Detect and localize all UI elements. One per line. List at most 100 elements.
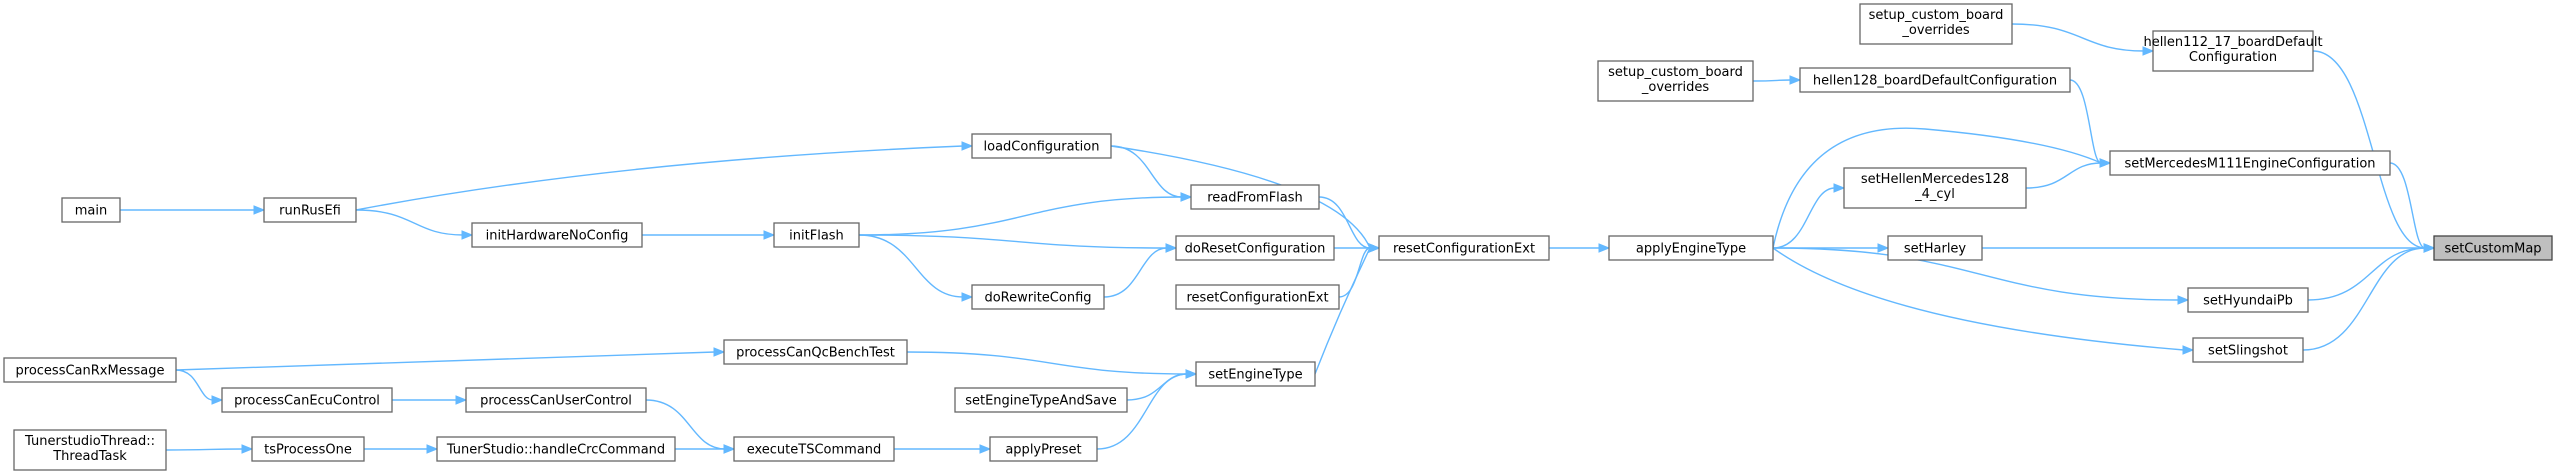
call-edge [392, 395, 468, 405]
function-node[interactable]: initFlash [773, 222, 860, 248]
function-node[interactable]: setEngineTypeAndSave [954, 387, 1128, 413]
arrowhead-icon [2177, 295, 2190, 305]
call-edge [2307, 243, 2436, 301]
function-node[interactable]: setup_custom_board_overrides [1859, 3, 2013, 45]
function-node-label: main [75, 204, 107, 219]
function-node-label: readFromFlash [1207, 191, 1303, 206]
function-node-label: _overrides [1901, 23, 1969, 38]
arrowhead-icon [961, 141, 974, 151]
root-function-node[interactable]: setCustomMap [2433, 235, 2553, 261]
function-node[interactable]: readFromFlash [1190, 184, 1320, 210]
function-node[interactable]: hellen128_boardDefaultConfiguration [1799, 67, 2071, 93]
function-node[interactable]: executeTSCommand [733, 436, 895, 462]
arrowhead-icon [1789, 75, 1802, 85]
call-edge [2011, 23, 2155, 56]
function-node-label: doResetConfiguration [1185, 242, 1326, 257]
function-node-label: TunerstudioThread:: [24, 434, 155, 449]
function-node[interactable]: setHyundaiPb [2187, 287, 2309, 313]
arrowhead-icon [979, 444, 992, 454]
function-node-label: runRusEfi [279, 204, 341, 219]
arrowhead-icon [1598, 243, 1611, 253]
function-node[interactable]: setHellenMercedes128_4_cyl [1843, 167, 2027, 209]
call-edge [858, 234, 974, 302]
function-node-label: hellen112_17_boardDefault [2143, 35, 2322, 50]
call-edge [1752, 75, 1802, 85]
call-edge [858, 192, 1193, 236]
function-node-label: setEngineTypeAndSave [965, 394, 1117, 409]
function-node-label: setup_custom_board [1869, 8, 2004, 23]
call-edge [1110, 145, 1193, 202]
function-node[interactable]: runRusEfi [263, 197, 357, 223]
arrowhead-icon [455, 395, 468, 405]
function-node[interactable]: setup_custom_board_overrides [1597, 60, 1754, 102]
function-node[interactable]: resetConfigurationExt [1378, 235, 1550, 261]
function-node[interactable]: processCanRxMessage [3, 357, 177, 383]
call-graph-nodes: setCustomMap hellen112_17_boardDefaultCon… [3, 3, 2553, 471]
function-node[interactable]: TunerstudioThread::ThreadTask [13, 429, 167, 471]
call-edge [364, 444, 439, 454]
function-node[interactable]: initHardwareNoConfig [471, 222, 643, 248]
arrowhead-icon [1368, 243, 1381, 253]
call-edge [1103, 243, 1178, 298]
function-node-label: initFlash [789, 229, 844, 244]
function-node-label: loadConfiguration [984, 140, 1100, 155]
function-node-label: setSlingshot [2208, 344, 2288, 359]
arrowhead-icon [2182, 345, 2195, 355]
function-node-label: resetConfigurationExt [1393, 242, 1535, 257]
call-edge [1772, 127, 2112, 249]
function-node[interactable]: doRewriteConfig [971, 284, 1105, 310]
function-node-label: processCanUserControl [480, 394, 632, 409]
function-node-label: resetConfigurationExt [1186, 291, 1328, 306]
function-node-label: tsProcessOne [264, 443, 352, 458]
call-edge [2389, 162, 2436, 253]
function-node[interactable]: doResetConfiguration [1175, 235, 1335, 261]
function-node-label: processCanQcBenchTest [736, 346, 895, 361]
function-node-label: TunerStudio::handleCrcCommand [446, 443, 665, 458]
function-node-label: executeTSCommand [747, 443, 882, 458]
function-node-label: ThreadTask [52, 449, 127, 464]
function-node[interactable]: setSlingshot [2192, 337, 2304, 363]
arrowhead-icon [1180, 192, 1193, 202]
function-node[interactable]: setHarley [1887, 235, 1983, 261]
function-node[interactable]: setMercedesM111EngineConfiguration [2109, 150, 2391, 176]
arrowhead-icon [713, 347, 726, 357]
function-node[interactable]: loadConfiguration [971, 133, 1112, 159]
function-node-label: setHellenMercedes128 [1861, 172, 2009, 187]
function-node[interactable]: processCanEcuControl [221, 387, 393, 413]
function-node[interactable]: main [61, 197, 121, 223]
function-node-label: setCustomMap [2444, 242, 2541, 257]
function-node-label: _overrides [1641, 80, 1709, 95]
function-node[interactable]: TunerStudio::handleCrcCommand [436, 436, 676, 462]
function-node-label: processCanRxMessage [16, 364, 165, 379]
function-node-label: Configuration [2189, 50, 2277, 65]
function-node[interactable]: applyPreset [989, 436, 1098, 462]
arrowhead-icon [461, 230, 474, 240]
call-edge [119, 205, 266, 215]
arrowhead-icon [1185, 369, 1198, 379]
function-node[interactable]: tsProcessOne [251, 436, 365, 462]
call-edge [1096, 369, 1198, 450]
call-edge [675, 444, 736, 454]
function-node-label: hellen128_boardDefaultConfiguration [1813, 74, 2057, 89]
arrowhead-icon [253, 205, 266, 215]
function-node-label: applyEngineType [1636, 242, 1746, 257]
call-edge [906, 351, 1198, 379]
function-node[interactable]: processCanQcBenchTest [723, 339, 908, 365]
function-node-label: setHyundaiPb [2203, 294, 2293, 309]
function-node[interactable]: setEngineType [1195, 361, 1316, 387]
call-edge [1772, 247, 2195, 355]
arrowhead-icon [1833, 183, 1846, 193]
function-node[interactable]: applyEngineType [1608, 235, 1774, 261]
function-node[interactable]: processCanUserControl [465, 387, 647, 413]
call-edge [355, 141, 974, 211]
function-node-label: doRewriteConfig [984, 291, 1091, 306]
function-node-label: setHarley [1904, 242, 1967, 257]
function-node[interactable]: resetConfigurationExt [1175, 284, 1340, 310]
function-node-label: _4_cyl [1914, 187, 1955, 202]
function-node[interactable]: hellen112_17_boardDefaultConfiguration [2143, 30, 2323, 72]
call-edge [642, 230, 776, 240]
arrowhead-icon [763, 230, 776, 240]
function-node-label: initHardwareNoConfig [486, 229, 629, 244]
arrowhead-icon [961, 292, 974, 302]
